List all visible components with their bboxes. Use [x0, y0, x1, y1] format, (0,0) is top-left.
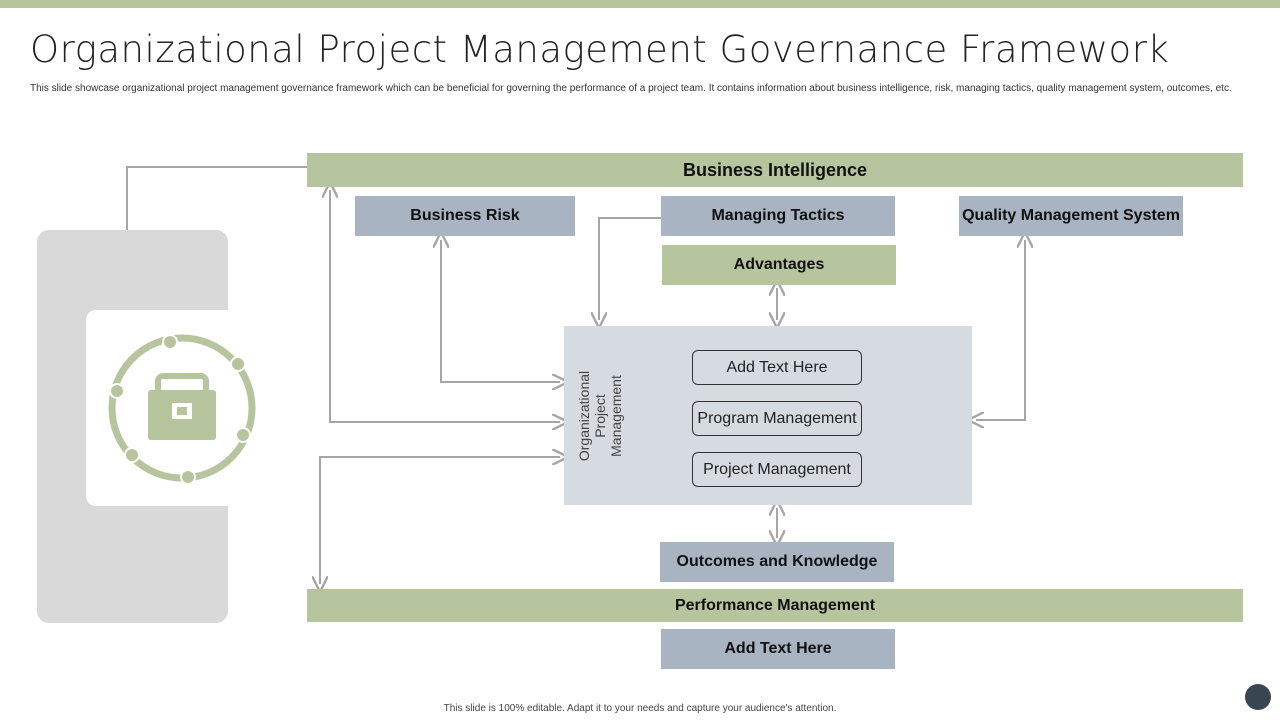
center-item: Add Text Here — [692, 350, 862, 385]
business-risk-box: Business Risk — [355, 196, 575, 236]
center-vertical-label: Organizational Project Management — [570, 332, 630, 499]
footer-note: This slide is 100% editable. Adapt it to… — [443, 703, 837, 714]
bottom-text-box: Add Text Here — [661, 629, 895, 669]
top-accent-bar — [0, 0, 1280, 8]
center-label-text: Organizational Project Management — [576, 370, 624, 461]
page-subtitle: This slide showcase organizational proje… — [30, 83, 1232, 94]
business-intelligence-band: Business Intelligence — [307, 153, 1243, 187]
corner-dot — [1245, 684, 1271, 710]
managing-tactics-box: Managing Tactics — [661, 196, 895, 236]
icon-card — [86, 310, 276, 506]
advantages-box: Advantages — [662, 245, 896, 285]
performance-management-band: Performance Management — [307, 589, 1243, 622]
center-item: Project Management — [692, 452, 862, 487]
center-item: Program Management — [692, 401, 862, 436]
quality-management-box: Quality Management System — [959, 196, 1183, 236]
briefcase-icon — [108, 334, 256, 485]
page-title: Organizational Project Management Govern… — [30, 28, 1170, 71]
center-panel — [564, 326, 972, 505]
outcomes-knowledge-box: Outcomes and Knowledge — [660, 542, 894, 582]
